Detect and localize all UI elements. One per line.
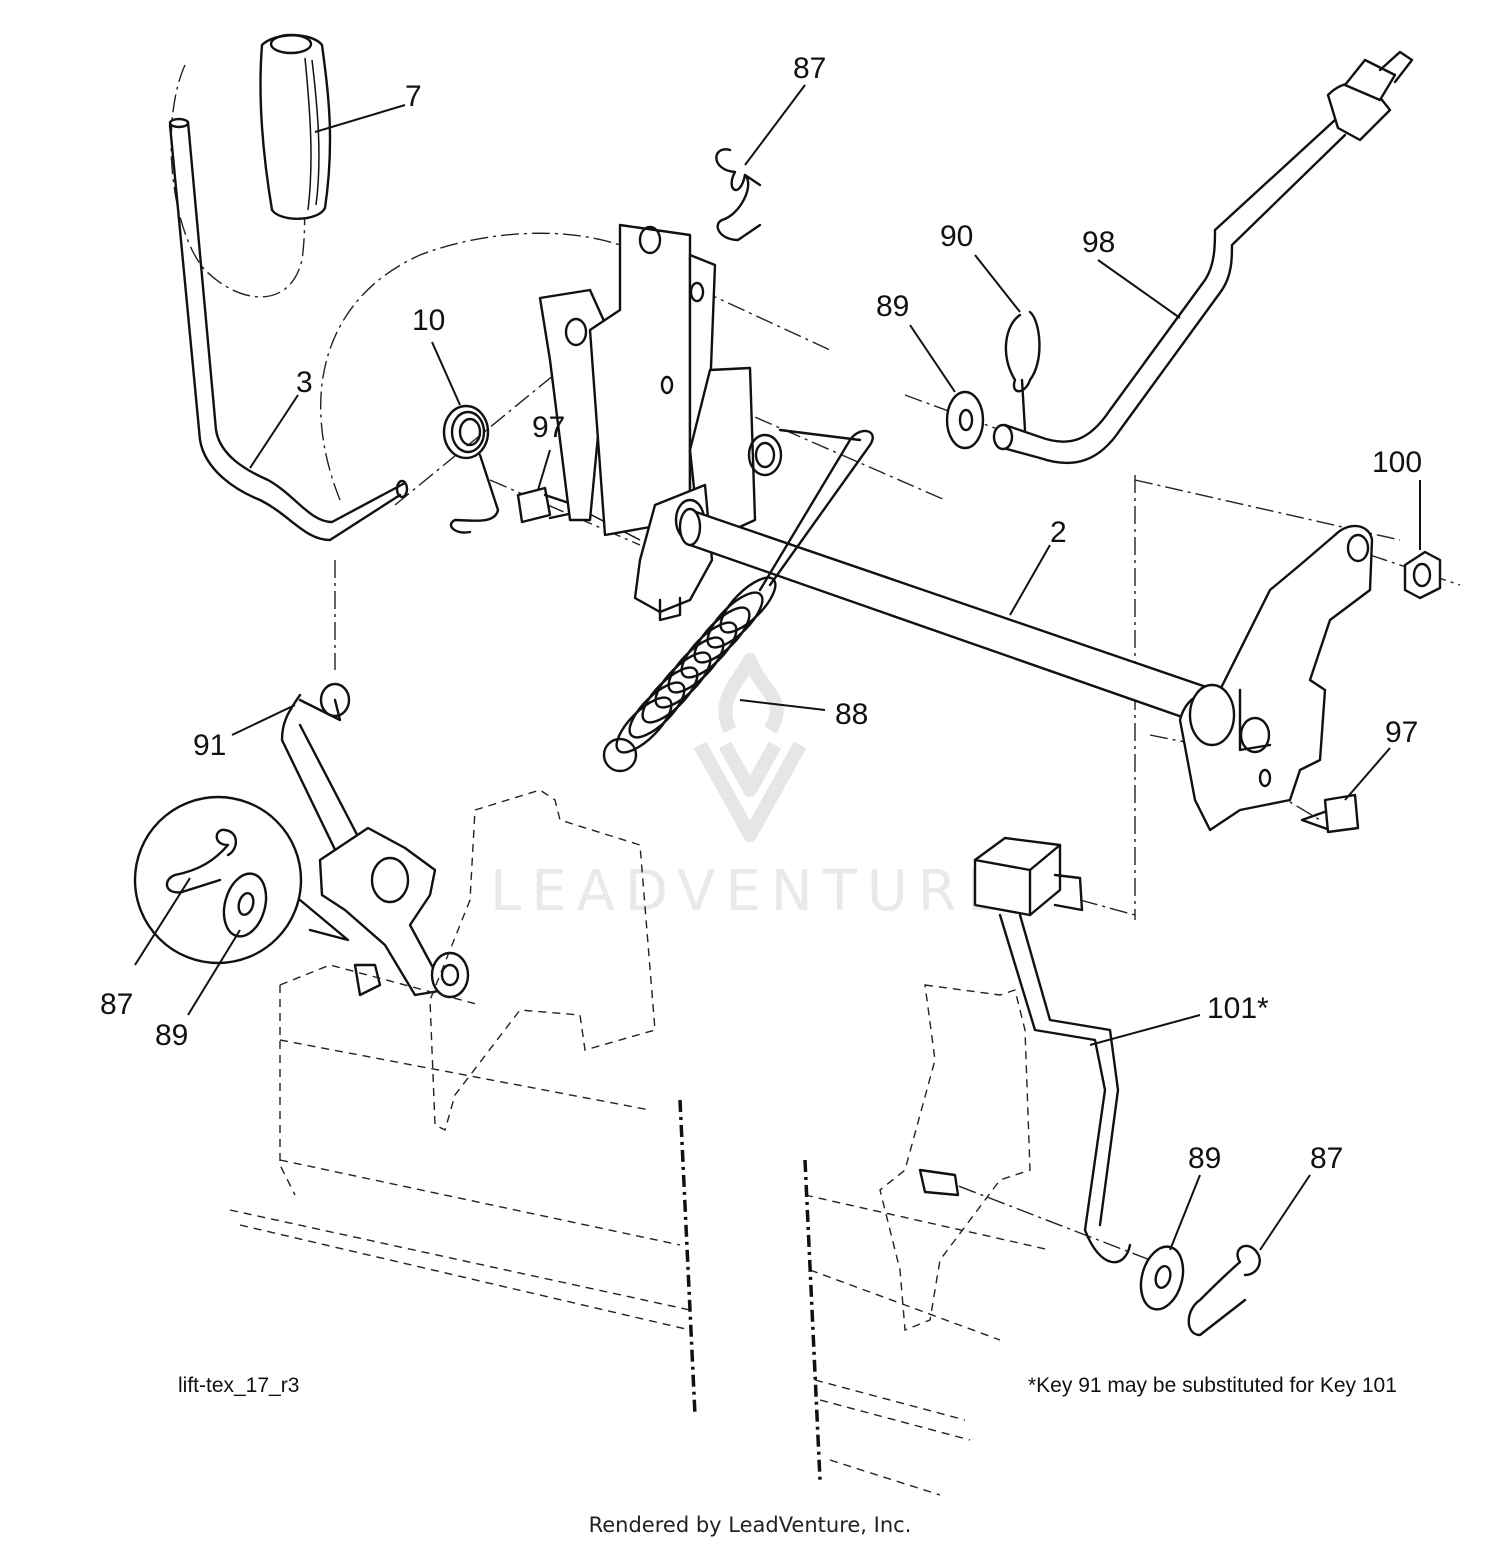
part-87-hairpin-clip-top — [715, 148, 762, 242]
callout-89-detail: 89 — [155, 1019, 188, 1052]
part-90-retaining-clip — [1004, 310, 1041, 432]
part-3-lift-handle — [168, 117, 409, 542]
callout-87-top: 87 — [793, 52, 826, 85]
callout-98: 98 — [1082, 226, 1115, 259]
callout-91: 91 — [193, 729, 226, 762]
callout-7: 7 — [405, 80, 422, 113]
part-89-washer-top — [945, 390, 985, 450]
part-97-bolt-right — [1300, 793, 1360, 834]
part-89-washer-bottom — [1139, 1245, 1185, 1311]
part-87-hairpin-clip-bottom — [1187, 1244, 1261, 1337]
left-lift-arm — [318, 826, 470, 999]
callout-101: 101* — [1207, 992, 1269, 1025]
part-88-extension-spring — [602, 428, 874, 773]
callout-10: 10 — [412, 304, 445, 337]
watermark-text: LEADVENTURE — [490, 859, 1012, 924]
callout-97-left: 97 — [532, 411, 565, 444]
callout-89-bottom: 89 — [1188, 1142, 1221, 1175]
callout-2: 2 — [1050, 516, 1067, 549]
main-lift-bracket — [538, 223, 783, 622]
callout-89-top: 89 — [876, 290, 909, 323]
part-101-lift-link — [973, 836, 1132, 1264]
callout-97-right: 97 — [1385, 716, 1418, 749]
footnote: *Key 91 may be substituted for Key 101 — [1028, 1374, 1397, 1397]
left-deck-plate — [229, 789, 697, 1416]
watermark-logo — [693, 653, 807, 842]
callout-leader-lines — [134, 84, 1421, 1251]
callout-87-detail: 87 — [100, 988, 133, 1021]
drawing-id: lift-tex_17_r3 — [178, 1374, 299, 1397]
part-91-lift-link — [280, 682, 367, 862]
part-98-lift-link — [992, 50, 1414, 465]
callout-3: 3 — [296, 366, 313, 399]
part-7-handle-grip — [259, 33, 332, 220]
callout-90: 90 — [940, 220, 973, 253]
part-100-hex-nut — [1403, 550, 1442, 600]
callout-100: 100 — [1372, 446, 1422, 479]
detail-callout-circle — [133, 795, 350, 965]
callout-88: 88 — [835, 698, 868, 731]
callout-87-bottom: 87 — [1310, 1142, 1343, 1175]
right-deck-plate — [803, 984, 1051, 1496]
right-lift-arm — [1178, 524, 1374, 832]
part-10-torsion-spring — [442, 404, 500, 534]
render-credit: Rendered by LeadVenture, Inc. — [589, 1513, 912, 1537]
